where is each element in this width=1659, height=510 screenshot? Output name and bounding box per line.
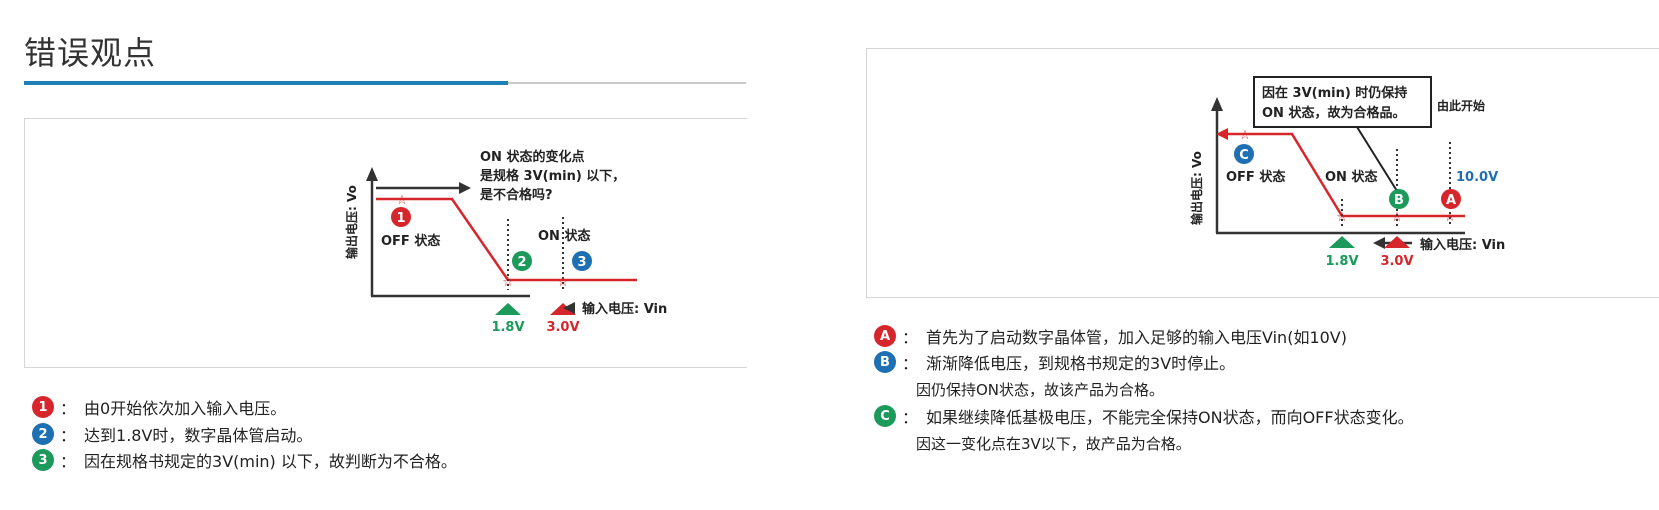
tick-label-1-8v: 1.8V (491, 320, 524, 335)
y-axis-label: 输出电压: Vo (344, 185, 359, 259)
note-colon: ： (902, 408, 919, 427)
curve-arrow-icon (1216, 128, 1228, 140)
on-state-label: ON 状态 (538, 228, 590, 244)
marker-2-label: 2 (517, 255, 526, 270)
badge-c: C (874, 405, 896, 427)
marker-b (1389, 189, 1409, 209)
tick-marker-3-0v (550, 303, 576, 315)
left-note-2: 2 ： 达到1.8V时，数字晶体管启动。 (32, 422, 312, 446)
star-icon: ☆ (1336, 210, 1348, 225)
badge-a: A (874, 325, 896, 347)
left-diagram-panel: 输出电压: Vo ☆ ☆ ☆ 1 2 3 OFF 状态 ON 状态 ON 状态的… (24, 118, 747, 368)
off-state-label: OFF 状态 (1226, 169, 1285, 185)
callout-box (1253, 76, 1432, 128)
right-note-a: A ： 首先为了启动数字晶体管，加入足够的输入电压Vin(如10V) (874, 324, 1347, 348)
tick-marker-1-8v (1329, 236, 1355, 248)
note-colon: ： (902, 354, 919, 373)
right-diagram: 输出电压: Vo ☆ ☆ ☆ ☆ 因在 3V(min) 时仍保持 ON 状态，故… (1189, 76, 1505, 269)
badge-b: B (874, 351, 896, 373)
note-colon: ： (60, 399, 77, 418)
star-icon: ☆ (1239, 128, 1251, 143)
on-state-label: ON 状态 (1325, 169, 1377, 185)
question-line-2: 是规格 3V(min) 以下， (479, 168, 625, 184)
transfer-curve (1228, 132, 1465, 218)
y-axis-label: 输出电压: Vo (1189, 151, 1204, 225)
note-colon: ： (60, 452, 77, 471)
right-note-c-text: 如果继续降低基极电压，不能完全保持ON状态，而向OFF状态变化。 (926, 408, 1414, 427)
question-line-3: 是不合格吗? (479, 187, 553, 203)
marker-c-label: C (1239, 148, 1249, 163)
tick-label-1-8v: 1.8V (1325, 254, 1358, 269)
x-direction-arrow-icon (563, 302, 575, 314)
marker-c (1234, 144, 1254, 164)
x-axis-label: 输入电压: Vin (1420, 237, 1505, 253)
y-axis-arrow-icon (1211, 97, 1223, 111)
tick-marker-1-8v (495, 303, 521, 315)
x-direction-arrow-icon (1373, 237, 1385, 249)
transfer-curve (376, 197, 637, 282)
left-note-1: 1 ： 由0开始依次加入输入电压。 (32, 395, 286, 419)
y-axis-arrow-icon (366, 167, 378, 181)
tick-marker-3-0v (1384, 236, 1410, 248)
star-icon: ☆ (396, 193, 408, 208)
marker-3 (572, 251, 592, 271)
callout-pointer (1356, 126, 1398, 192)
right-note-c-continuation: 因这一变化点在3V以下，故产品为合格。 (916, 435, 1191, 453)
marker-2 (512, 251, 532, 271)
badge-1: 1 (32, 396, 54, 418)
tick-label-3-0v: 3.0V (546, 320, 579, 335)
tick-label-3-0v: 3.0V (1380, 254, 1413, 269)
marker-a (1441, 189, 1461, 209)
badge-2: 2 (32, 423, 54, 445)
left-note-3-text: 因在规格书规定的3V(min) 以下，故判断为不合格。 (84, 452, 457, 471)
callout-line-1: 因在 3V(min) 时仍保持 (1262, 85, 1407, 101)
marker-b-label: B (1394, 193, 1404, 208)
v10-label: 10.0V (1456, 170, 1498, 185)
x-axis-label: 输入电压: Vin (582, 301, 667, 317)
start-here-label: 由此开始 (1437, 98, 1485, 113)
right-diagram-panel: 输出电压: Vo ☆ ☆ ☆ ☆ 因在 3V(min) 时仍保持 ON 状态，故… (866, 48, 1659, 298)
star-icon: ☆ (1444, 210, 1456, 225)
left-diagram: 输出电压: Vo ☆ ☆ ☆ 1 2 3 OFF 状态 ON 状态 ON 状态的… (344, 149, 667, 335)
star-icon: ☆ (557, 275, 569, 290)
callout-line-2: ON 状态，故为合格品。 (1262, 105, 1405, 121)
off-state-label: OFF 状态 (381, 233, 440, 249)
question-line-1: ON 状态的变化点 (480, 149, 584, 165)
note-colon: ： (902, 328, 919, 347)
star-icon: ☆ (502, 275, 514, 290)
right-note-a-text: 首先为了启动数字晶体管，加入足够的输入电压Vin(如10V) (926, 328, 1347, 347)
marker-a-label: A (1446, 193, 1456, 208)
title-underline-accent (24, 81, 508, 85)
badge-3: 3 (32, 449, 54, 471)
marker-1 (391, 207, 411, 227)
right-note-b-continuation: 因仍保持ON状态，故该产品为合格。 (916, 381, 1165, 399)
note-colon: ： (60, 426, 77, 445)
right-note-c: C ： 如果继续降低基极电压，不能完全保持ON状态，而向OFF状态变化。 (874, 404, 1414, 428)
left-note-3: 3 ： 因在规格书规定的3V(min) 以下，故判断为不合格。 (32, 448, 457, 472)
direction-arrow-icon (459, 182, 471, 194)
right-note-b: B ： 渐渐降低电压，到规格书规定的3V时停止。 (874, 350, 1235, 374)
left-note-2-text: 达到1.8V时，数字晶体管启动。 (84, 426, 313, 445)
marker-1-label: 1 (396, 211, 405, 226)
star-icon: ☆ (1391, 210, 1403, 225)
left-note-1-text: 由0开始依次加入输入电压。 (84, 399, 287, 418)
right-note-b-text: 渐渐降低电压，到规格书规定的3V时停止。 (926, 354, 1236, 373)
page-title: 错误观点 (24, 34, 157, 72)
marker-3-label: 3 (577, 255, 586, 270)
